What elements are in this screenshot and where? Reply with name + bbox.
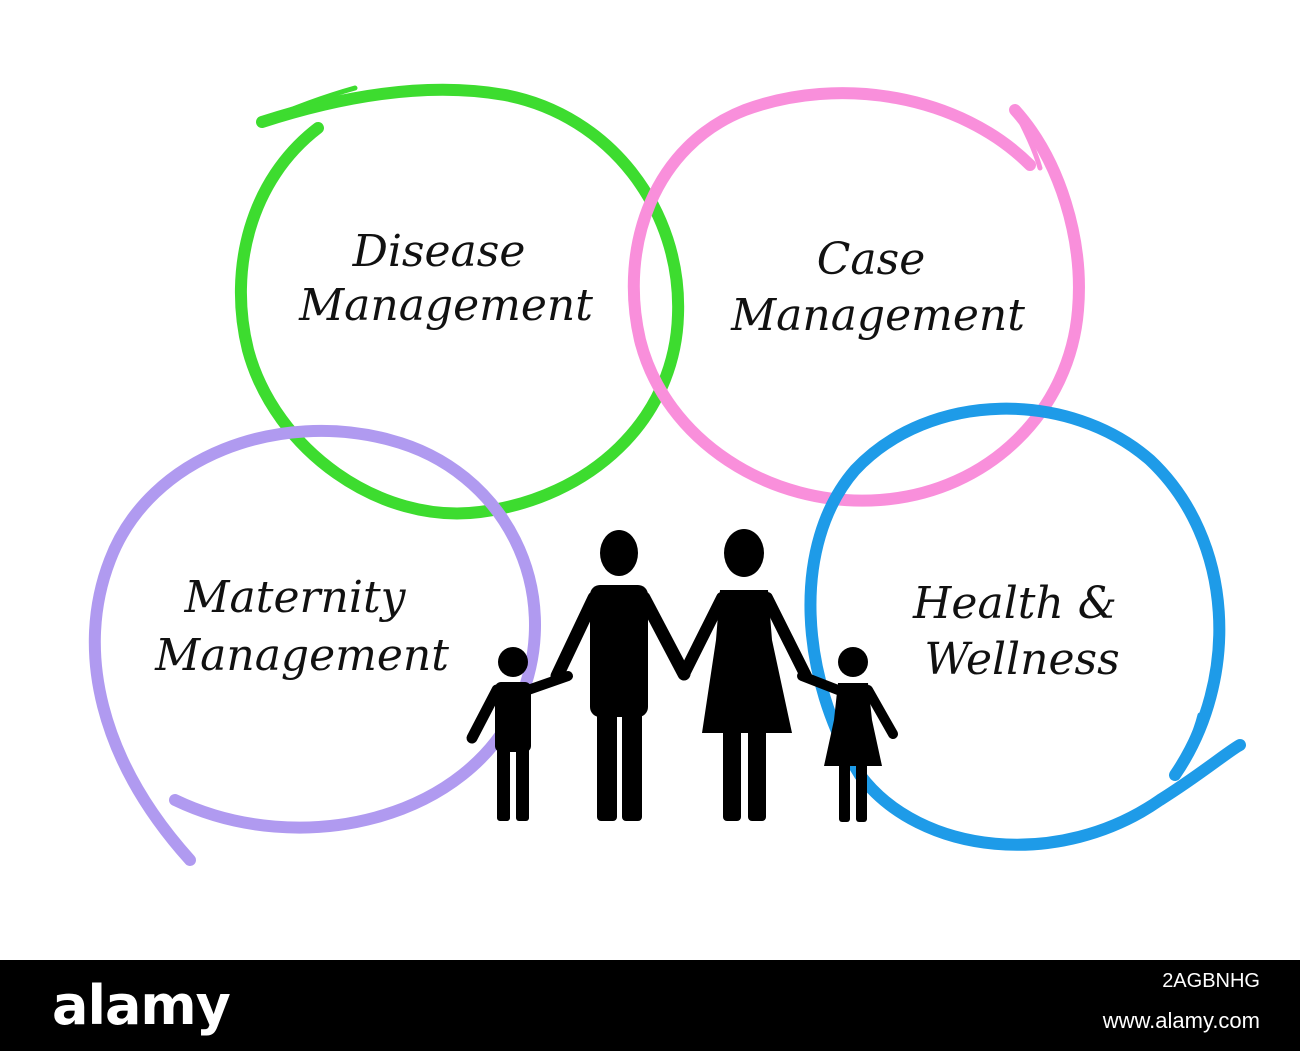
health-label-line-2: Wellness bbox=[924, 634, 1119, 685]
case-label-line-1: Case bbox=[817, 234, 926, 285]
maternity-label-line-1: Maternity bbox=[184, 572, 407, 623]
disease-ring bbox=[234, 83, 685, 520]
maternity-management-circle: Maternity Management bbox=[88, 424, 541, 866]
family-of-four-icon bbox=[466, 529, 898, 822]
maternity-label-line-2: Management bbox=[154, 630, 449, 681]
health-ring-tail bbox=[1172, 712, 1203, 778]
case-ring bbox=[627, 87, 1085, 507]
disease-ring-tail bbox=[259, 85, 358, 125]
health-label: Health & Wellness bbox=[912, 578, 1131, 685]
case-label: Case Management bbox=[730, 234, 1025, 341]
maternity-label: Maternity Management bbox=[154, 572, 449, 681]
image-id: 2AGBNHG bbox=[1162, 970, 1260, 992]
diagram: Disease Management Case Management Mater… bbox=[88, 83, 1246, 866]
alamy-logo: alamy bbox=[52, 974, 231, 1037]
maternity-ring bbox=[88, 424, 541, 866]
case-management-circle: Case Management bbox=[627, 87, 1085, 507]
father-figure bbox=[550, 530, 691, 821]
maternity-ring-tail bbox=[172, 797, 253, 829]
disease-management-circle: Disease Management bbox=[234, 83, 685, 520]
footer-url: www.alamy.com bbox=[1102, 1008, 1260, 1033]
disease-label: Disease Management bbox=[298, 226, 593, 331]
disease-label-line-2: Management bbox=[298, 280, 593, 331]
case-label-line-2: Management bbox=[730, 290, 1025, 341]
health-wellness-circle: Health & Wellness bbox=[804, 402, 1246, 851]
boy-figure bbox=[466, 647, 573, 821]
watermark-footer: alamy 2AGBNHG www.alamy.com bbox=[0, 960, 1300, 1051]
health-ring bbox=[804, 402, 1246, 851]
girl-figure bbox=[797, 647, 898, 822]
mother-figure bbox=[678, 529, 812, 821]
disease-label-line-1: Disease bbox=[352, 226, 526, 277]
case-ring-tail bbox=[1012, 107, 1043, 171]
health-label-line-1: Health & bbox=[912, 578, 1117, 629]
